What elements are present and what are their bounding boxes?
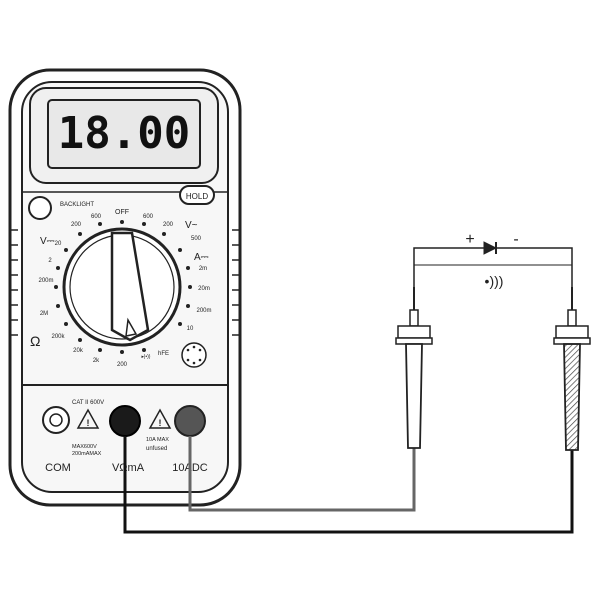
range-dca-10: 10	[187, 326, 194, 332]
spare-jack	[42, 406, 70, 434]
range-acv-600: 600	[143, 214, 154, 220]
dial-off-label: OFF	[115, 209, 129, 216]
svg-text:!: !	[87, 418, 90, 428]
side-grips-right	[232, 229, 240, 336]
dial-acv-label: V~	[185, 220, 198, 231]
side-grips-left	[10, 229, 18, 336]
lcd-reading: 18.00	[58, 108, 190, 159]
range-diode: ▸|•))	[142, 354, 151, 360]
range-acv-200: 200	[163, 222, 174, 228]
range-ohm-2M: 2M	[40, 311, 48, 317]
buzzer-icon: •)))	[485, 273, 504, 289]
dial-hfe-label: hFE	[158, 351, 169, 357]
cat-rating-label: CAT II 600V	[72, 400, 104, 406]
warning-triangle-right-icon	[148, 408, 172, 429]
unfused-label: unfused	[146, 446, 167, 452]
range-dcv-200m: 200m	[38, 278, 53, 284]
dial-position-dots	[54, 220, 192, 354]
probe-positive[interactable]	[395, 287, 433, 449]
range-dcv-2: 2	[48, 258, 52, 264]
probe-negative[interactable]	[553, 287, 591, 451]
range-dca-20m: 20m	[198, 286, 210, 292]
range-dcv-200: 200	[71, 222, 82, 228]
lcd-screen	[47, 99, 201, 169]
range-dcv-20: 20	[55, 241, 62, 247]
range-acv-max: 500	[191, 236, 202, 242]
range-ohm-200: 200	[117, 362, 128, 368]
dial-dcv-label: V⎓	[40, 236, 55, 247]
hold-button[interactable]	[179, 185, 215, 205]
dial-pointer	[110, 231, 150, 342]
tenamax-label: 10A MAX	[146, 437, 169, 443]
range-ohm-20k: 20k	[73, 348, 84, 354]
svg-text:!: !	[159, 418, 162, 428]
black-lead-wire	[123, 436, 574, 534]
range-ohm-2k: 2k	[93, 358, 100, 364]
diode-plus-label: +	[465, 231, 474, 248]
warning-triangle-left-icon	[76, 408, 100, 429]
com-label: COM	[45, 462, 71, 474]
vohm-ma-jack[interactable]	[109, 405, 141, 437]
tenadc-jack[interactable]	[174, 405, 206, 437]
hold-label: HOLD	[186, 192, 208, 201]
diode-symbol-icon	[483, 241, 498, 255]
dial-dca-label: A⎓	[194, 252, 209, 263]
dial-ohm-label: Ω	[30, 333, 40, 349]
range-dca-200m: 200m	[196, 308, 211, 314]
vma-label: VΩmA	[112, 462, 145, 474]
max-current-label: 200mAMAX	[72, 451, 102, 457]
diode-minus-label: -	[513, 231, 518, 248]
backlight-button[interactable]	[28, 196, 52, 220]
range-dca-2m: 2m	[199, 266, 207, 272]
range-dcv-600: 600	[91, 214, 102, 220]
gray-lead-wire	[188, 436, 416, 512]
backlight-label: BACKLIGHT	[60, 202, 94, 208]
max-voltage-label: MAX600V	[72, 444, 97, 450]
range-ohm-200k: 200k	[51, 334, 65, 340]
